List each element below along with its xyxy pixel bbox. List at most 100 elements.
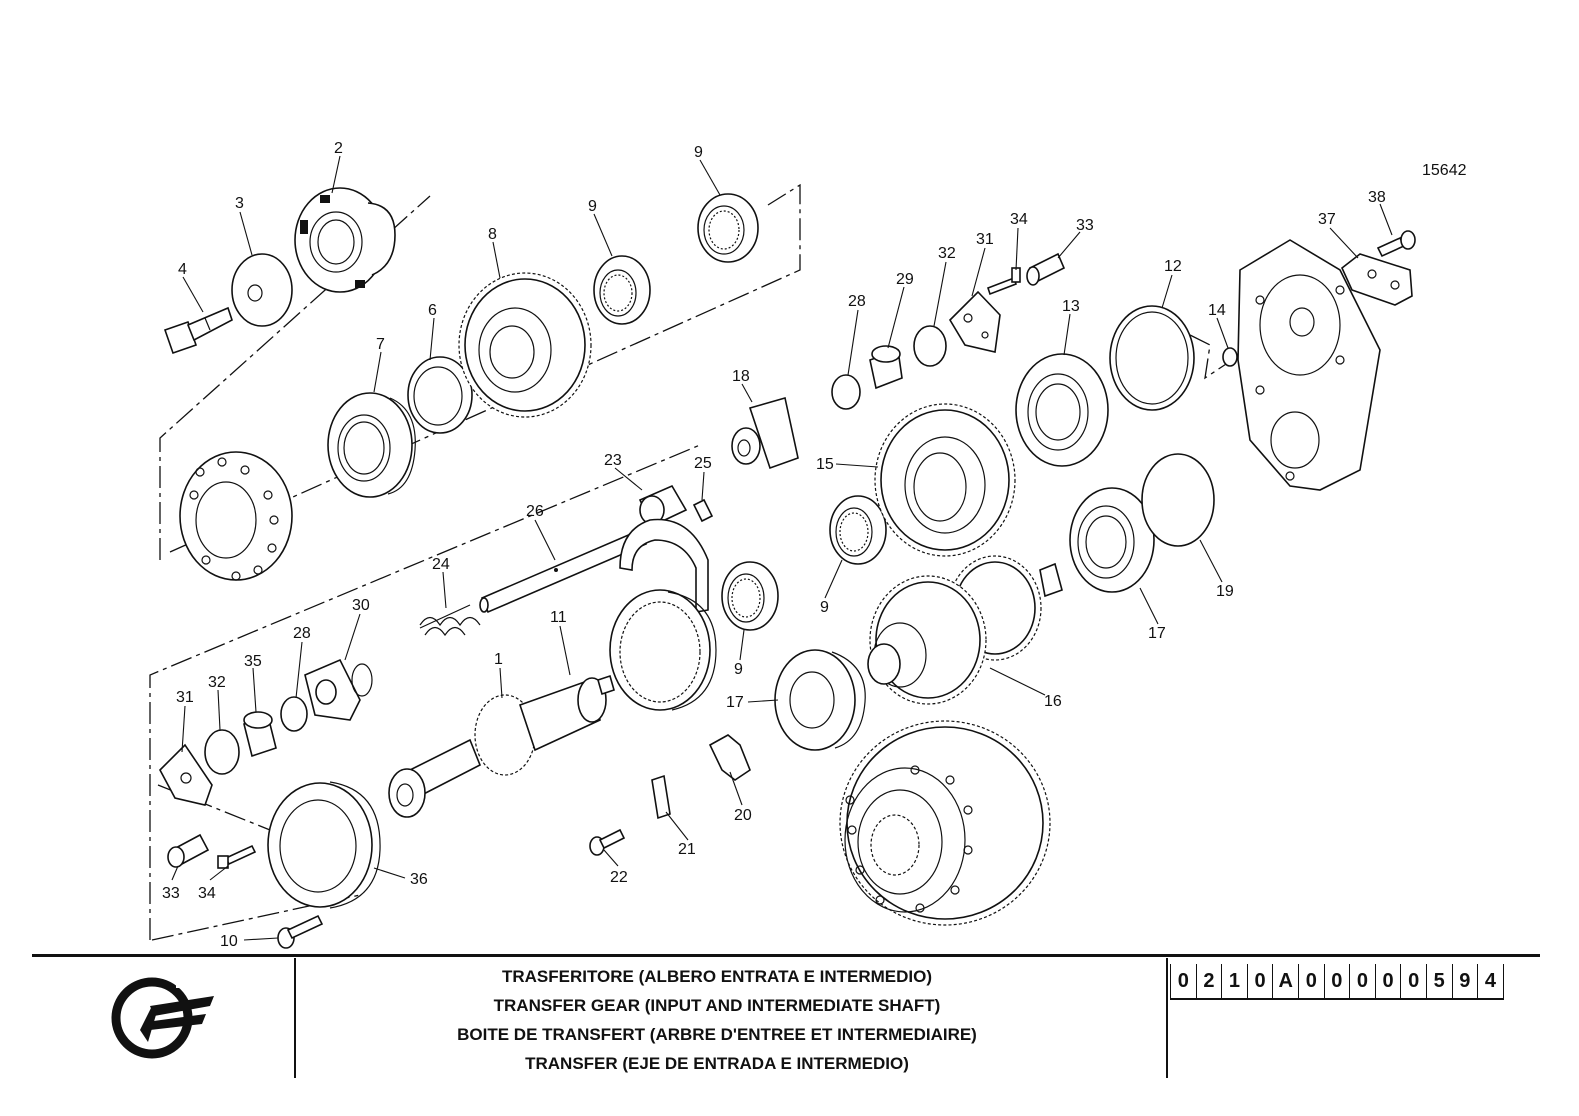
part-label-22: 22 <box>610 869 628 886</box>
part-31-plate-lower <box>159 743 213 806</box>
part-label-36: 36 <box>410 871 428 888</box>
part-23-shift-fork <box>619 484 709 613</box>
part-2-flange <box>294 187 396 293</box>
part-label-9-d: 9 <box>820 599 829 616</box>
part-33-fitting-upper <box>1026 252 1066 286</box>
part-1-input-shaft <box>388 674 615 818</box>
code-char: 9 <box>1453 964 1479 998</box>
code-char: 0 <box>1248 964 1274 998</box>
part-14-o-ring <box>1222 347 1238 367</box>
part-18-cap <box>731 396 799 470</box>
part-label-16: 16 <box>1044 693 1062 710</box>
part-21-key <box>651 774 671 820</box>
code-char: 1 <box>1222 964 1248 998</box>
part-label-30: 30 <box>352 597 370 614</box>
part-label-32-b: 32 <box>208 674 226 691</box>
part-label-9-c: 9 <box>734 661 743 678</box>
title-french: BOITE DE TRANSFERT (ARBRE D'ENTREE ET IN… <box>457 1025 977 1044</box>
part-label-3: 3 <box>235 195 244 212</box>
part-label-6: 6 <box>428 302 437 319</box>
part-label-14: 14 <box>1208 302 1226 319</box>
part-20-lock-plate <box>708 734 751 781</box>
part-26-shift-rod <box>479 528 648 614</box>
part-28-snap-ring-upper <box>831 374 861 410</box>
part-37-housing <box>1237 239 1381 491</box>
part-label-1: 1 <box>494 651 503 668</box>
part-28-snap-ring-lower <box>280 696 308 732</box>
part-12-ring <box>1109 305 1195 411</box>
part-label-10: 10 <box>220 933 238 950</box>
part-label-12: 12 <box>1164 258 1182 275</box>
part-label-29: 29 <box>896 271 914 288</box>
part-9-needle-cage-4 <box>829 495 887 565</box>
part-17-bearing-lower <box>774 649 866 751</box>
part-36-cover <box>267 781 381 909</box>
part-label-24: 24 <box>432 556 450 573</box>
part-3-washer <box>231 253 293 327</box>
part-label-11: 11 <box>550 609 567 626</box>
part-32-ring-upper <box>913 325 947 367</box>
part-label-17-b: 17 <box>1148 625 1166 642</box>
part-label-32-a: 32 <box>938 245 956 262</box>
part-6-ring <box>407 356 473 434</box>
part-label-13: 13 <box>1062 298 1080 315</box>
part-10-bolt <box>277 914 324 949</box>
part-33-fitting-lower <box>167 833 210 868</box>
code-char: 5 <box>1427 964 1453 998</box>
drawing-number: 15642 <box>1422 162 1467 179</box>
part-label-31-a: 31 <box>976 231 994 248</box>
part-19-ring <box>1141 453 1215 547</box>
part-label-35: 35 <box>244 653 262 670</box>
code-char: 0 <box>1401 964 1427 998</box>
part-label-34-a: 34 <box>1010 211 1028 228</box>
part-label-18: 18 <box>732 368 750 385</box>
part-label-28-b: 28 <box>293 625 311 642</box>
part-number-labels: 2 3 4 6 7 8 9 9 9 9 10 11 12 13 14 15 16… <box>162 140 1386 950</box>
title-block: TRASFERITORE (ALBERO ENTRATA E INTERMEDI… <box>32 954 1540 1080</box>
part-label-17-a: 17 <box>726 694 744 711</box>
part-13-bearing <box>1015 353 1109 467</box>
part-label-2: 2 <box>334 140 343 157</box>
part-label-33-b: 33 <box>162 885 180 902</box>
bearing-cover-plate <box>179 451 293 581</box>
part-label-31-b: 31 <box>176 689 194 706</box>
part-9-needle-cage-1 <box>593 255 651 325</box>
part-label-37: 37 <box>1318 211 1336 228</box>
part-label-15: 15 <box>816 456 834 473</box>
code-char: 0 <box>1325 964 1351 998</box>
part-37-bracket <box>1341 253 1413 306</box>
part-label-19: 19 <box>1216 583 1234 600</box>
part-4-bolt <box>163 306 233 355</box>
part-output-gear-assembly <box>839 720 1051 926</box>
part-label-38: 38 <box>1368 189 1386 206</box>
part-9-needle-cage-2 <box>697 193 759 263</box>
part-24-spring <box>419 604 481 637</box>
part-label-33-a: 33 <box>1076 217 1094 234</box>
part-9-needle-cage-3 <box>721 561 779 631</box>
part-label-28-a: 28 <box>848 293 866 310</box>
leader-lines <box>171 155 1393 941</box>
code-char: 0 <box>1376 964 1402 998</box>
part-label-7: 7 <box>376 336 385 353</box>
part-label-9-b: 9 <box>694 144 703 161</box>
part-label-9-a: 9 <box>588 198 597 215</box>
part-38-bolt <box>1376 230 1416 258</box>
title-english: TRANSFER GEAR (INPUT AND INTERMEDIATE SH… <box>493 996 941 1015</box>
part-label-4: 4 <box>178 261 187 278</box>
exploded-parts-diagram: 15 6 4 2 <box>149 140 1467 950</box>
part-16-cluster-gear <box>867 555 1063 705</box>
title-italian: TRASFERITORE (ALBERO ENTRATA E INTERMEDI… <box>501 967 933 986</box>
code-char: 2 <box>1197 964 1223 998</box>
code-char: 0 <box>1350 964 1376 998</box>
manufacturer-logo <box>111 976 214 1059</box>
title-spanish: TRANSFER (EJE DE ENTRADA E INTERMEDIO) <box>525 1054 909 1073</box>
part-25-pin <box>692 498 714 523</box>
part-label-34-b: 34 <box>198 885 216 902</box>
title-block-top-rule <box>32 954 1540 957</box>
part-label-8: 8 <box>488 226 497 243</box>
part-17-bearing-right <box>1069 487 1155 593</box>
part-label-23: 23 <box>604 452 622 469</box>
part-ring-internal-gear <box>609 589 717 711</box>
part-15-gear <box>874 403 1016 557</box>
part-35-bushing <box>243 711 277 758</box>
